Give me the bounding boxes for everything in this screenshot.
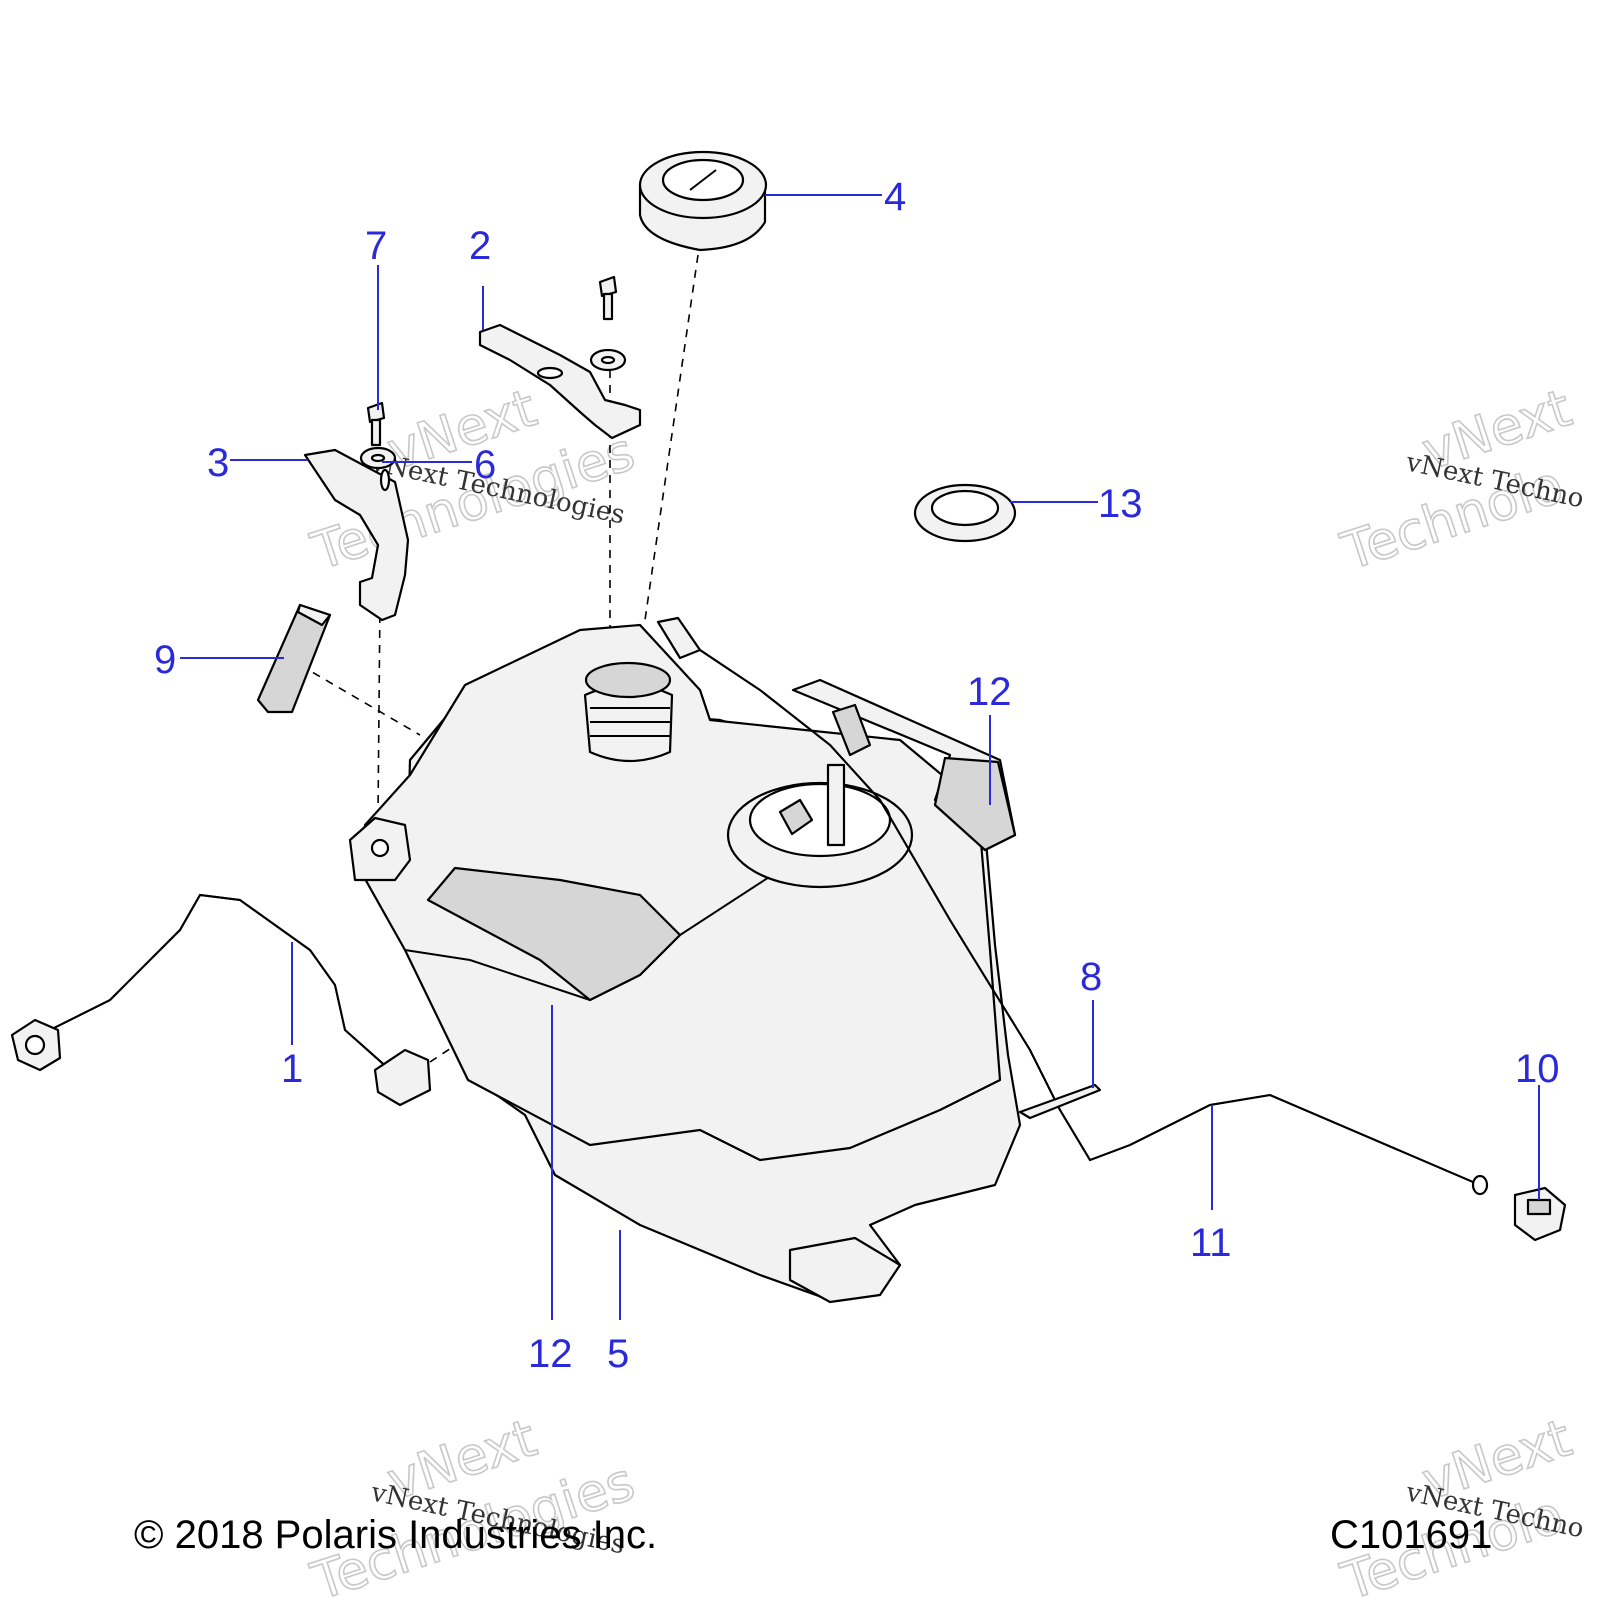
cable-tie bbox=[1018, 1083, 1102, 1120]
callout-5: 5 bbox=[607, 1332, 629, 1376]
callout-10: 10 bbox=[1515, 1047, 1560, 1091]
bracket-left bbox=[303, 448, 410, 622]
fuel-tank-mount-hole bbox=[370, 838, 390, 858]
fuel-tank bbox=[348, 623, 1022, 1304]
vent-line-tube-inner bbox=[664, 629, 1481, 1186]
fuel-tank-recess-left bbox=[426, 866, 682, 1002]
fuel-pump-ring bbox=[726, 763, 914, 889]
callout-12-right: 12 bbox=[967, 670, 1012, 714]
hose-clamp bbox=[1513, 1186, 1567, 1242]
gasket bbox=[913, 483, 1017, 543]
callout-11: 11 bbox=[1190, 1221, 1232, 1265]
callout-2: 2 bbox=[469, 224, 491, 268]
bolt-top bbox=[598, 275, 618, 321]
callout-13: 13 bbox=[1098, 482, 1143, 526]
callout-12-left: 12 bbox=[528, 1332, 573, 1376]
callout-6: 6 bbox=[474, 443, 496, 487]
callout-9: 9 bbox=[154, 638, 176, 682]
fuel-line-connector-right bbox=[373, 1048, 432, 1107]
fuel-line bbox=[10, 893, 432, 1107]
filler-neck bbox=[583, 661, 674, 763]
callout-7: 7 bbox=[365, 224, 387, 268]
fuel-tank-foot bbox=[788, 1236, 902, 1304]
copyright-text: © 2018 Polaris Industries Inc. bbox=[134, 1513, 657, 1557]
callout-4: 4 bbox=[884, 175, 906, 219]
leader-lines bbox=[180, 194, 1540, 1320]
callout-1: 1 bbox=[281, 1047, 303, 1091]
foam-pad bbox=[256, 603, 332, 714]
vent-line bbox=[656, 616, 1489, 1196]
bracket-top bbox=[478, 323, 642, 440]
callout-3: 3 bbox=[207, 441, 229, 485]
washer-top bbox=[589, 348, 627, 372]
diagram-code: C101691 bbox=[1330, 1513, 1492, 1557]
fuel-cap bbox=[638, 150, 768, 252]
washer-left bbox=[359, 446, 397, 470]
callout-8: 8 bbox=[1080, 955, 1102, 999]
callout-labels: 1 2 3 4 5 6 7 8 9 10 11 12 12 13 bbox=[154, 175, 1560, 1376]
